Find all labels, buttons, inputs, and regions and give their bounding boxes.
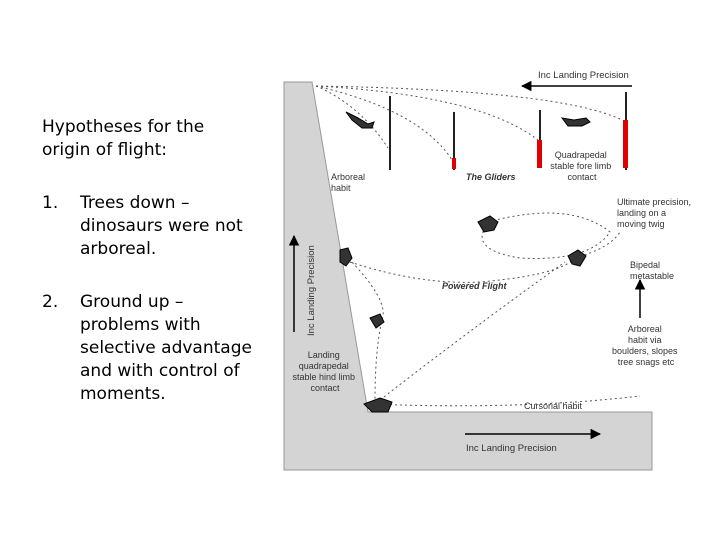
quadrapedal-fore-label: Quadrapedal stable fore limb contact — [550, 150, 614, 182]
flyer-silhouette — [567, 249, 587, 267]
runner-silhouette — [363, 397, 393, 413]
flyer-silhouette — [477, 215, 499, 233]
slide-heading: Hypotheses for the origin of flight: — [42, 116, 277, 162]
cliff-shape — [283, 81, 653, 471]
hypothesis-line: Trees down – — [80, 193, 190, 213]
hypothesis-number: 1. — [42, 193, 59, 213]
glide-paths — [315, 85, 641, 407]
hypothesis-line: moments. — [80, 384, 166, 404]
glider-silhouette — [560, 117, 591, 127]
animal-silhouettes — [339, 111, 591, 413]
landing-quad-hind-label: Landing quadrapedal stable hind limb con… — [292, 350, 357, 393]
climber-silhouette — [339, 247, 353, 267]
top-precision-label: Inc Landing Precision — [538, 70, 629, 81]
landing-zone-marker — [623, 120, 628, 168]
hypothesis-number: 2. — [42, 292, 59, 312]
hypothesis-line: selective advantage — [80, 338, 252, 358]
arboreal-via-label: Arboreal habit via boulders, slopes tree… — [612, 324, 680, 367]
powered-flight-label: Powered Flight — [442, 281, 508, 291]
vertical-precision-label: Inc Landing Precision — [306, 245, 317, 336]
bipedal-label: Bipedal metastable — [630, 260, 674, 281]
hypothesis-line: problems with — [80, 315, 201, 335]
hypothesis-line: dinosaurs were not — [80, 216, 243, 236]
hypothesis-ground-up: 2. Ground up – problems with selective a… — [42, 291, 277, 406]
climber-silhouette — [369, 313, 385, 329]
glider-silhouette — [345, 111, 375, 129]
heading-line: origin of flight: — [42, 140, 167, 160]
arboreal-habit-label: Arboreal habit — [331, 172, 368, 193]
landing-zone-marker — [537, 140, 542, 168]
hypothesis-line: arboreal. — [80, 239, 157, 259]
bottom-precision-label: Inc Landing Precision — [466, 443, 557, 454]
hypothesis-trees-down: 1. Trees down – dinosaurs were not arbor… — [42, 192, 277, 261]
hypothesis-line: and with control of — [80, 361, 240, 381]
cursorial-label: Cursorial habit — [524, 401, 583, 411]
ultimate-precision-label: Ultimate precision, landing on a moving … — [617, 197, 694, 229]
slide-text: Hypotheses for the origin of flight: 1. … — [42, 116, 277, 436]
heading-line: Hypotheses for the — [42, 117, 205, 137]
hypothesis-line: Ground up – — [80, 292, 184, 312]
landing-zone-marker — [452, 158, 456, 169]
gliders-label: The Gliders — [466, 172, 516, 182]
